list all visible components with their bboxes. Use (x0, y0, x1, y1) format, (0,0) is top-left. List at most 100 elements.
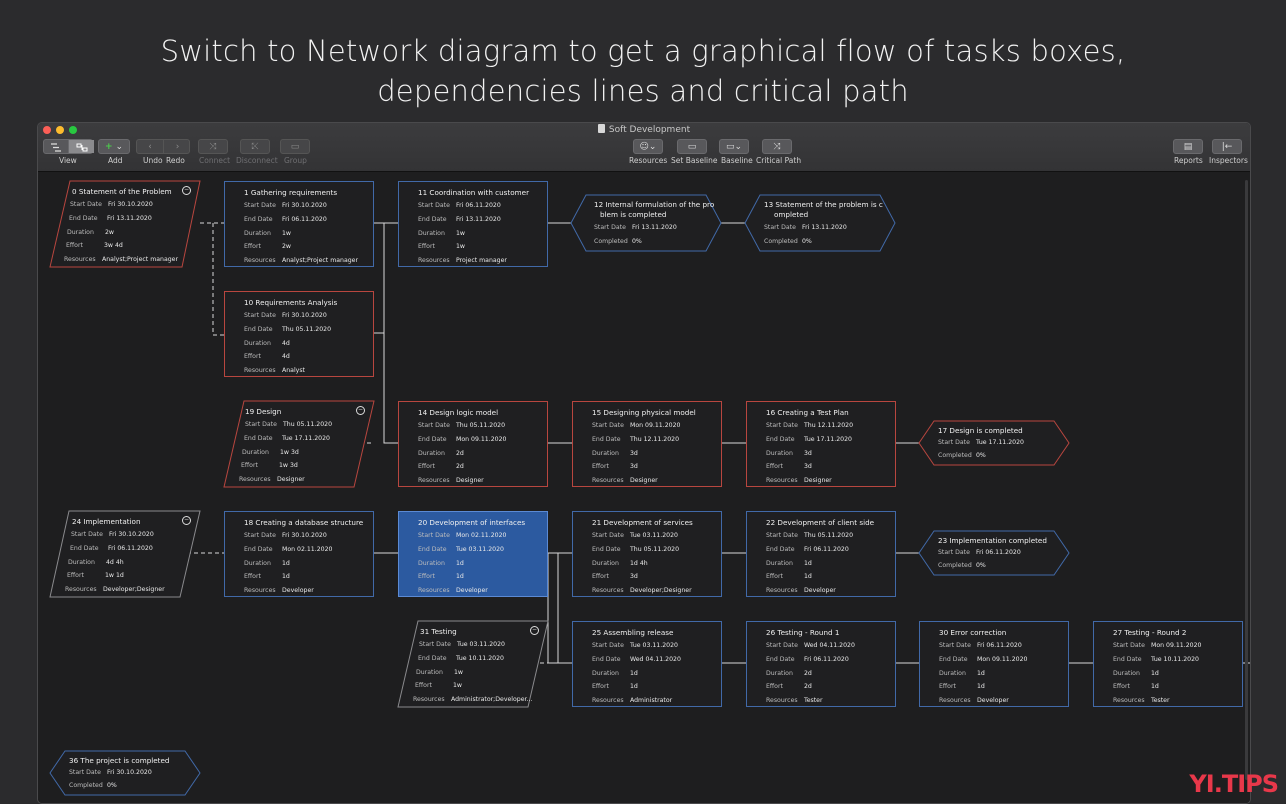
effort-label: Effort (415, 682, 432, 689)
completed-value: 0% (976, 452, 986, 459)
network-view-button[interactable] (69, 140, 94, 153)
task-title: 16 Creating a Test Plan (766, 408, 849, 417)
start-date-value: Thu 05.11.2020 (456, 422, 506, 429)
disconnect-button[interactable]: ⤪ (240, 139, 270, 154)
start-date-label: Start Date (419, 641, 451, 648)
duration-value: 2d (456, 450, 464, 457)
duration-value: 4d 4h (106, 559, 124, 566)
zoom-window-button[interactable] (69, 126, 77, 134)
start-date-label: Start Date (938, 439, 970, 446)
duration-value: 2w (105, 229, 114, 236)
duration-label: Duration (416, 669, 443, 676)
completed-value: 0% (632, 238, 642, 245)
duration-label: Duration (766, 560, 793, 567)
effort-label: Effort (939, 683, 956, 690)
end-date-label: End Date (418, 216, 447, 223)
milestone-title-a: 12 Internal formulation of the pro (594, 200, 715, 209)
start-date-label: Start Date (764, 224, 796, 231)
start-date-value: Fri 30.10.2020 (108, 201, 153, 208)
baseline-button[interactable]: ▭⌄ (719, 139, 749, 154)
end-date-value: Thu 05.11.2020 (630, 546, 680, 553)
task-card-14[interactable]: 14 Design logic model Start Date Thu 05.1… (398, 401, 548, 487)
critical-path-button[interactable]: ⤨ (762, 139, 792, 154)
set-baseline-button[interactable]: ▭ (677, 139, 707, 154)
start-date-label: Start Date (418, 422, 450, 429)
effort-label: Effort (592, 573, 609, 580)
resources-value: Designer (630, 477, 658, 484)
task-card-11[interactable]: 11 Coordination with customer Start Date… (398, 181, 548, 267)
gantt-view-button[interactable] (44, 140, 69, 153)
collapse-icon[interactable]: − (182, 186, 191, 195)
duration-value: 2d (804, 670, 812, 677)
vertical-scrollbar[interactable] (1245, 180, 1248, 780)
add-button[interactable]: + ⌄ (98, 139, 130, 154)
start-date-label: Start Date (766, 642, 798, 649)
duration-value: 1d 4h (630, 560, 648, 567)
resources-button[interactable]: ☺⌄ (633, 139, 663, 154)
app-window: Soft Development View + ⌄ Add ‹ › Undo R… (37, 122, 1251, 804)
group-button[interactable]: ▭ (280, 139, 310, 154)
minimize-window-button[interactable] (56, 126, 64, 134)
milestone-12[interactable]: 12 Internal formulation of the pro blem … (571, 195, 721, 251)
end-date-label: End Date (418, 546, 447, 553)
summary-shape-24 (49, 510, 201, 598)
collapse-icon[interactable]: − (356, 406, 365, 415)
end-date-label: End Date (1113, 656, 1142, 663)
end-date-label: End Date (766, 656, 795, 663)
resources-value: Developer;Designer (630, 587, 692, 594)
start-date-label: Start Date (244, 202, 276, 209)
start-date-value: Fri 13.11.2020 (802, 224, 847, 231)
inspectors-button[interactable]: |← (1212, 139, 1242, 154)
connect-button[interactable]: ⤨ (198, 139, 228, 154)
start-date-value: Tue 17.11.2020 (976, 439, 1024, 446)
task-card-22[interactable]: 22 Development of client side Start Date… (746, 511, 896, 597)
undo-button[interactable]: ‹ (137, 140, 164, 153)
effort-value: 1d (282, 573, 290, 580)
resources-label: Resources (418, 587, 450, 594)
document-icon (597, 124, 605, 133)
end-date-label: End Date (766, 546, 795, 553)
duration-label: Duration (418, 230, 445, 237)
resources-label: Resources (65, 586, 97, 593)
reports-button[interactable]: ▤ (1173, 139, 1203, 154)
milestone-13[interactable]: 13 Statement of the problem is c omplete… (745, 195, 895, 251)
resources-value: Developer (456, 587, 488, 594)
summary-shape-31 (397, 620, 549, 708)
effort-value: 2d (456, 463, 464, 470)
redo-button[interactable]: › (164, 140, 191, 153)
start-date-value: Fri 06.11.2020 (977, 642, 1022, 649)
chevron-down-icon: ⌄ (734, 142, 743, 152)
close-window-button[interactable] (43, 126, 51, 134)
duration-value: 3d (804, 450, 812, 457)
start-date-value: Tue 03.11.2020 (630, 532, 678, 539)
collapse-icon[interactable]: − (530, 626, 539, 635)
headline-line-2: dependencies lines and critical path (377, 74, 909, 108)
end-date-value: Wed 04.11.2020 (630, 656, 681, 663)
task-card-18[interactable]: 18 Creating a database structure Start D… (224, 511, 374, 597)
milestone-shape-13 (744, 194, 896, 252)
collapse-icon[interactable]: − (182, 516, 191, 525)
effort-label: Effort (766, 683, 783, 690)
end-date-value: Mon 09.11.2020 (456, 436, 507, 443)
resources-label: Resources (1113, 697, 1145, 704)
task-title: 14 Design logic model (418, 408, 499, 417)
effort-label: Effort (592, 463, 609, 470)
